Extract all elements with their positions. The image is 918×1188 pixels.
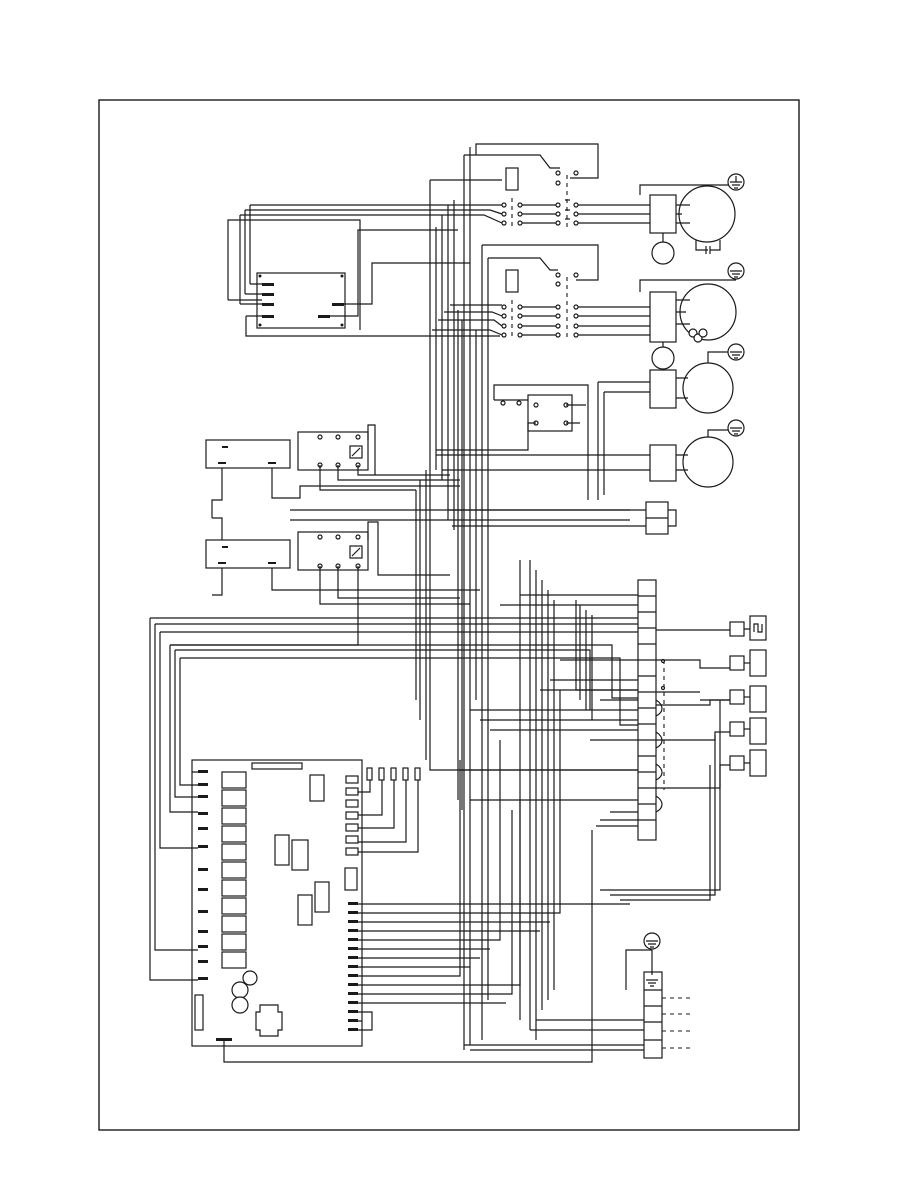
overload-switch bbox=[436, 385, 588, 500]
contactor-top-coil bbox=[506, 168, 518, 190]
contactor-bottom-coil bbox=[506, 270, 518, 292]
sensor-row bbox=[600, 616, 766, 900]
bus-wiring bbox=[416, 180, 638, 1040]
capacitor-module bbox=[228, 205, 500, 336]
main-control-board bbox=[150, 618, 630, 1062]
power-supply-terminal bbox=[464, 933, 690, 1058]
control-relay-lower bbox=[170, 510, 630, 645]
compressor-motor-top bbox=[640, 174, 744, 264]
control-relay-upper bbox=[206, 425, 460, 518]
contactor-bottom bbox=[432, 245, 650, 1040]
